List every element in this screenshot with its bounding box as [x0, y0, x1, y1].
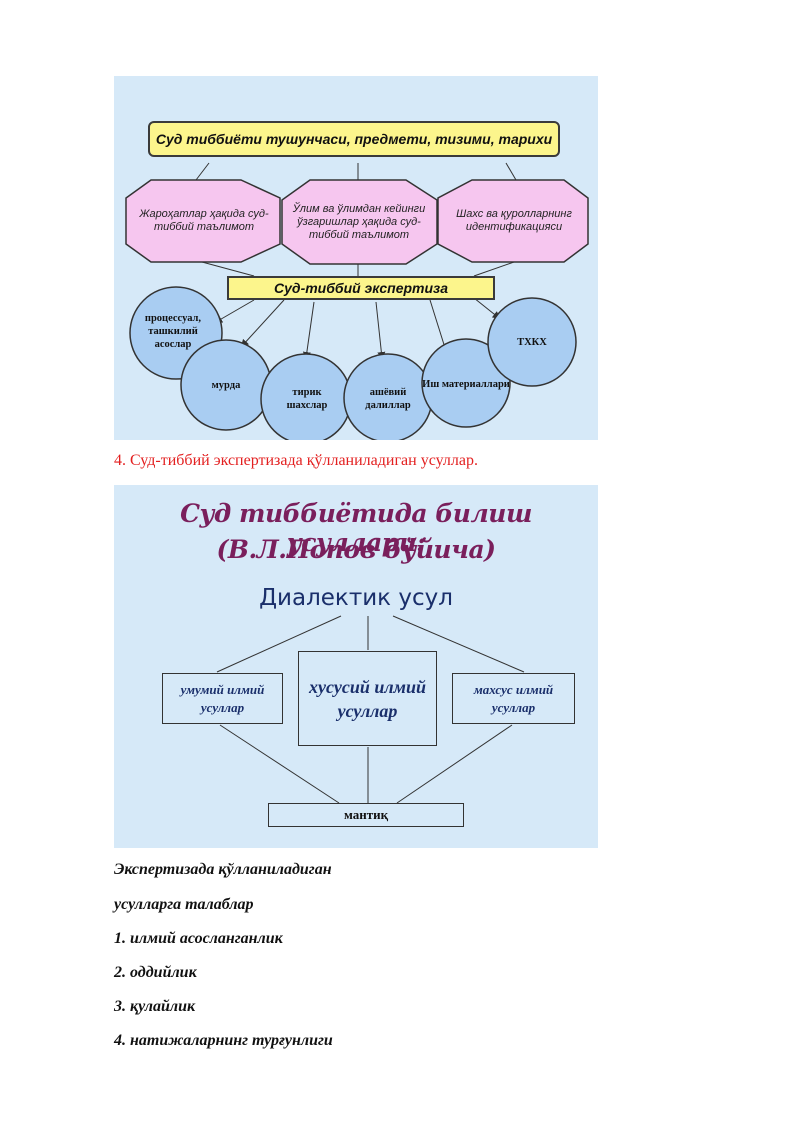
cognition-methods-diagram: Суд тиббиётида билиш усуллари: (В.Л.Попо… — [114, 485, 598, 848]
octagon-2-text: Ўлим ва ўлимдан кейинги ўзгаришлар ҳақид… — [292, 202, 426, 241]
octagon-shape-1 — [125, 179, 281, 263]
circle-5-text: Иш материаллари — [422, 378, 510, 390]
requirement-2: 2. оддийлик — [114, 964, 197, 981]
diagram2-title-line2: (В.Л.Попов бўйича) — [216, 535, 496, 564]
circle-1-text: процессуал, ташкилий асослар — [144, 312, 202, 350]
diagram1-connectors — [125, 162, 589, 440]
logic-box: мантиқ — [268, 803, 464, 827]
general-methods-box: умумий илмий усуллар — [162, 673, 283, 724]
circle-3-text: тирик шахслар — [286, 387, 328, 411]
diagram1-middle-box: Суд-тиббий экспертиза — [227, 276, 495, 300]
octagon-1-text: Жароҳатлар ҳақида суд-тиббий таълимот — [139, 208, 269, 233]
octagon-3-text: Шахс ва қуролларнинг идентификацияси — [456, 208, 572, 233]
forensic-medicine-structure-diagram: Суд тиббиёти тушунчаси, предмети, тизими… — [114, 76, 598, 440]
requirement-4: 4. натижаларнинг турғунлиги — [114, 1032, 333, 1049]
circle-6-text: ТХКХ — [517, 336, 547, 348]
section-caption: 4. Суд-тиббий экспертизада қўлланиладига… — [114, 452, 478, 469]
diagram2-subtitle: Диалектик усул — [259, 585, 453, 611]
specific-methods-box: хусусий илмий усуллар — [298, 651, 437, 746]
text-line-2: усулларга талаблар — [114, 896, 254, 913]
octagon-shape-3 — [437, 179, 589, 263]
text-line-1: Экспертизада қўлланиладиган — [114, 861, 332, 878]
requirement-1: 1. илмий асосланганлик — [114, 930, 283, 947]
diagram1-title: Суд тиббиёти тушунчаси, предмети, тизими… — [148, 121, 560, 157]
circle-shape-5 — [421, 338, 511, 428]
diagram2-connectors — [216, 615, 525, 804]
requirement-3: 3. қулайлик — [114, 998, 196, 1015]
circle-2-text: мурда — [211, 379, 241, 391]
circle-4-text: ашёвий далиллар — [365, 387, 411, 411]
special-methods-box: махсус илмий усуллар — [452, 673, 575, 724]
circle-shape-6 — [487, 297, 577, 387]
diagram2-title-line1: Суд тиббиётида билиш усуллари: — [180, 499, 532, 557]
octagon-shape-2 — [281, 179, 438, 265]
